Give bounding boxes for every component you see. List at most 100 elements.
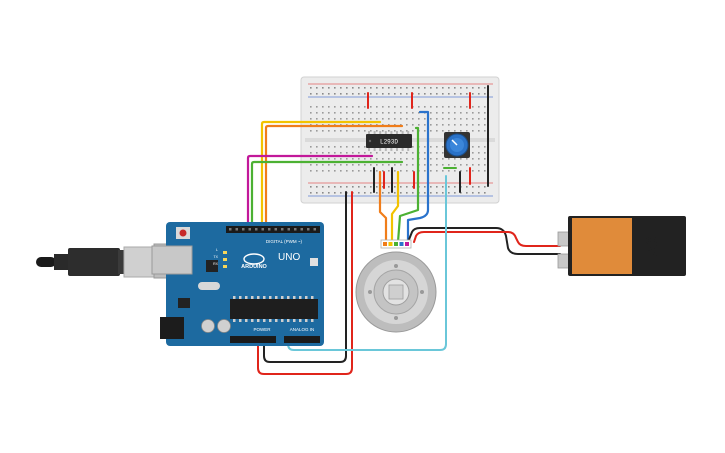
breadboard-hole: [364, 112, 366, 114]
header-pin: [313, 228, 316, 231]
breadboard-hole: [412, 124, 414, 126]
rail-hole: [472, 192, 474, 194]
breadboard-hole: [322, 152, 324, 154]
breadboard-hole: [412, 152, 414, 154]
rail-hole: [460, 87, 462, 89]
rail-hole: [364, 192, 366, 194]
atmega-pin: [245, 296, 248, 299]
breadboard-hole: [334, 170, 336, 172]
breadboard-hole: [442, 106, 444, 108]
breadboard-hole: [478, 146, 480, 148]
breadboard-hole: [436, 118, 438, 120]
wire-black-battery[interactable]: [407, 227, 561, 255]
header-pin: [287, 228, 290, 231]
rail-hole: [424, 93, 426, 95]
breadboard-hole: [358, 152, 360, 154]
breadboard-hole: [484, 152, 486, 154]
breadboard-hole: [442, 164, 444, 166]
breadboard-hole: [424, 124, 426, 126]
breadboard-hole: [436, 112, 438, 114]
breadboard-hole: [352, 146, 354, 148]
rail-hole: [478, 186, 480, 188]
rail-hole: [388, 186, 390, 188]
breadboard-hole: [340, 118, 342, 120]
rail-hole: [442, 186, 444, 188]
breadboard-hole: [454, 164, 456, 166]
breadboard-hole: [388, 158, 390, 160]
breadboard-hole: [376, 130, 378, 132]
rail-hole: [406, 192, 408, 194]
breadboard-hole: [358, 130, 360, 132]
header-pin: [235, 228, 238, 231]
breadboard-hole: [376, 152, 378, 154]
potentiometer-icon[interactable]: [444, 132, 470, 158]
wire-red-battery[interactable]: [413, 231, 561, 247]
breadboard-hole: [388, 170, 390, 172]
wire-yellow[interactable]: [260, 120, 382, 230]
breadboard-hole: [364, 118, 366, 120]
rail-hole: [472, 186, 474, 188]
rail-hole: [454, 87, 456, 89]
breadboard-hole: [316, 118, 318, 120]
breadboard-hole: [328, 152, 330, 154]
breadboard-hole: [430, 112, 432, 114]
wire-cyan[interactable]: [287, 175, 447, 351]
breadboard-hole: [442, 170, 444, 172]
wire-black-ground[interactable]: [263, 191, 347, 363]
chip-pin: [368, 148, 370, 151]
breadboard-hole: [310, 158, 312, 160]
rail-hole: [346, 87, 348, 89]
rail-hole: [400, 186, 402, 188]
l293d-chip[interactable]: L293D: [366, 131, 412, 151]
rail-hole: [346, 186, 348, 188]
breadboard-hole: [370, 170, 372, 172]
breadboard-hole: [388, 130, 390, 132]
rail-hole: [376, 192, 378, 194]
arduino-uno-board[interactable]: ARDUINO UNO DIGITAL (PWM ~) POWER ANALOG…: [151, 222, 324, 346]
breadboard-hole: [316, 112, 318, 114]
reset-button[interactable]: [179, 229, 187, 237]
wire-magenta[interactable]: [246, 154, 374, 230]
wire-blue[interactable]: [406, 110, 430, 244]
breadboard-hole: [406, 106, 408, 108]
breadboard-hole: [448, 170, 450, 172]
breadboard-hole: [346, 158, 348, 160]
rail-hole: [424, 87, 426, 89]
battery-9v[interactable]: 9V: [557, 216, 686, 276]
power-label: POWER: [253, 327, 271, 332]
breadboard-hole: [316, 106, 318, 108]
atmega-pin: [281, 319, 284, 322]
breadboard-hole: [316, 124, 318, 126]
rail-hole: [448, 93, 450, 95]
breadboard-hole: [406, 152, 408, 154]
breadboard-hole: [430, 146, 432, 148]
breadboard-hole: [340, 146, 342, 148]
rail-hole: [334, 93, 336, 95]
rail-hole: [382, 186, 384, 188]
breadboard-hole: [310, 106, 312, 108]
wire-green-motor[interactable]: [396, 126, 420, 244]
rail-hole: [328, 93, 330, 95]
rail-hole: [448, 192, 450, 194]
rail-hole: [436, 192, 438, 194]
breadboard-hole: [346, 146, 348, 148]
wire-yellow-motor[interactable]: [390, 170, 400, 244]
wire-red-power[interactable]: [257, 191, 353, 375]
wire-orange[interactable]: [264, 124, 404, 230]
breadboard-hole: [418, 112, 420, 114]
stepper-motor-icon[interactable]: [355, 239, 437, 333]
breadboard-hole: [454, 106, 456, 108]
atmega-pin: [269, 296, 272, 299]
breadboard-hole: [364, 146, 366, 148]
breadboard-hole: [340, 170, 342, 172]
rail-hole: [484, 87, 486, 89]
breadboard-hole: [358, 106, 360, 108]
breadboard-hole: [394, 158, 396, 160]
wire-orange-motor[interactable]: [378, 170, 388, 244]
breadboard-hole: [454, 130, 456, 132]
breadboard-hole: [448, 130, 450, 132]
wire-green[interactable]: [250, 160, 404, 230]
breadboard-hole: [334, 106, 336, 108]
breadboard-hole: [346, 106, 348, 108]
breadboard-hole: [394, 106, 396, 108]
